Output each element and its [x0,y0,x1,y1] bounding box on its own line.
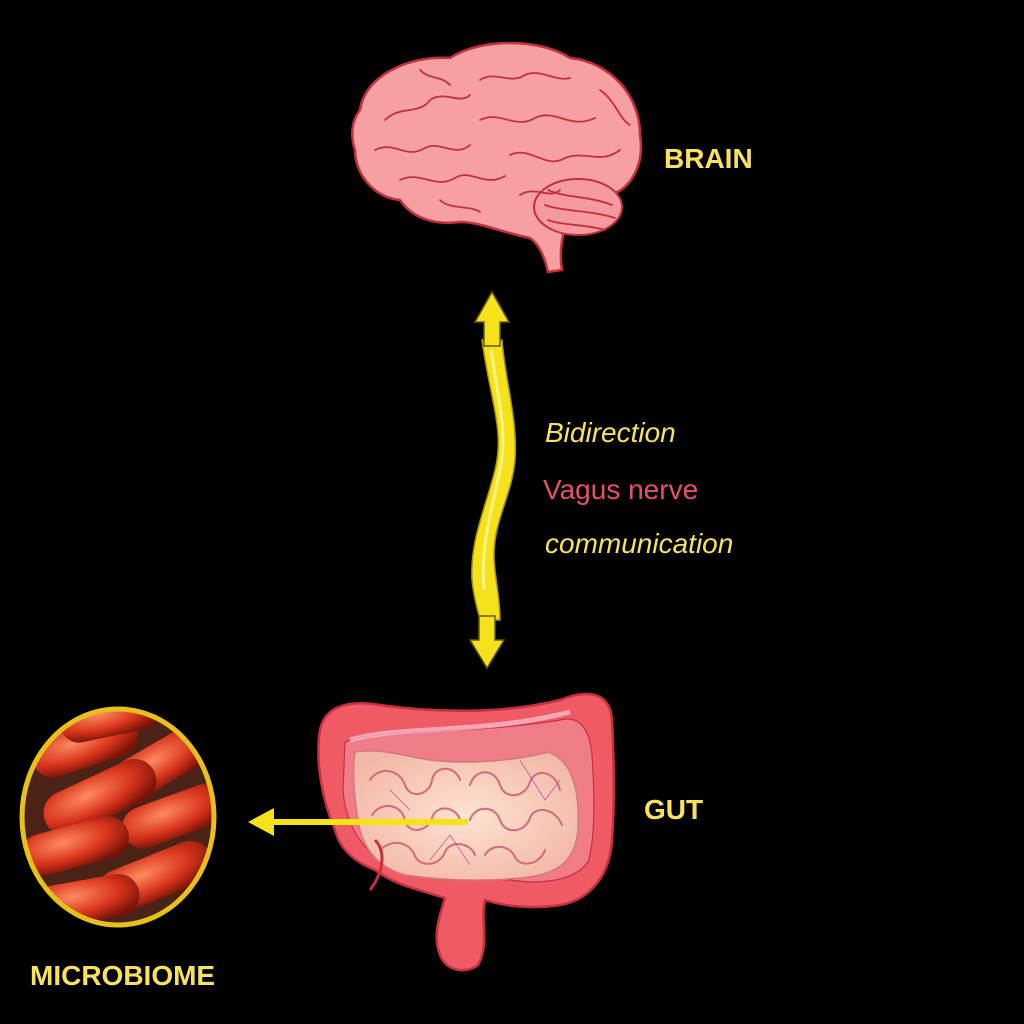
brain-icon [351,41,643,274]
gut-label: GUT [644,794,704,825]
gut-icon [317,692,616,972]
microbiome-label: MICROBIOME [30,960,216,991]
left-arrow-icon [248,808,468,836]
bidirectional-arrow-icon [468,290,517,670]
microbiome-icon [19,706,217,928]
connection-line-1: Bidirection [545,417,676,448]
connection-line-3: communication [545,528,734,559]
connection-line-2: Vagus nerve [543,474,699,505]
brain-label: BRAIN [664,143,753,174]
